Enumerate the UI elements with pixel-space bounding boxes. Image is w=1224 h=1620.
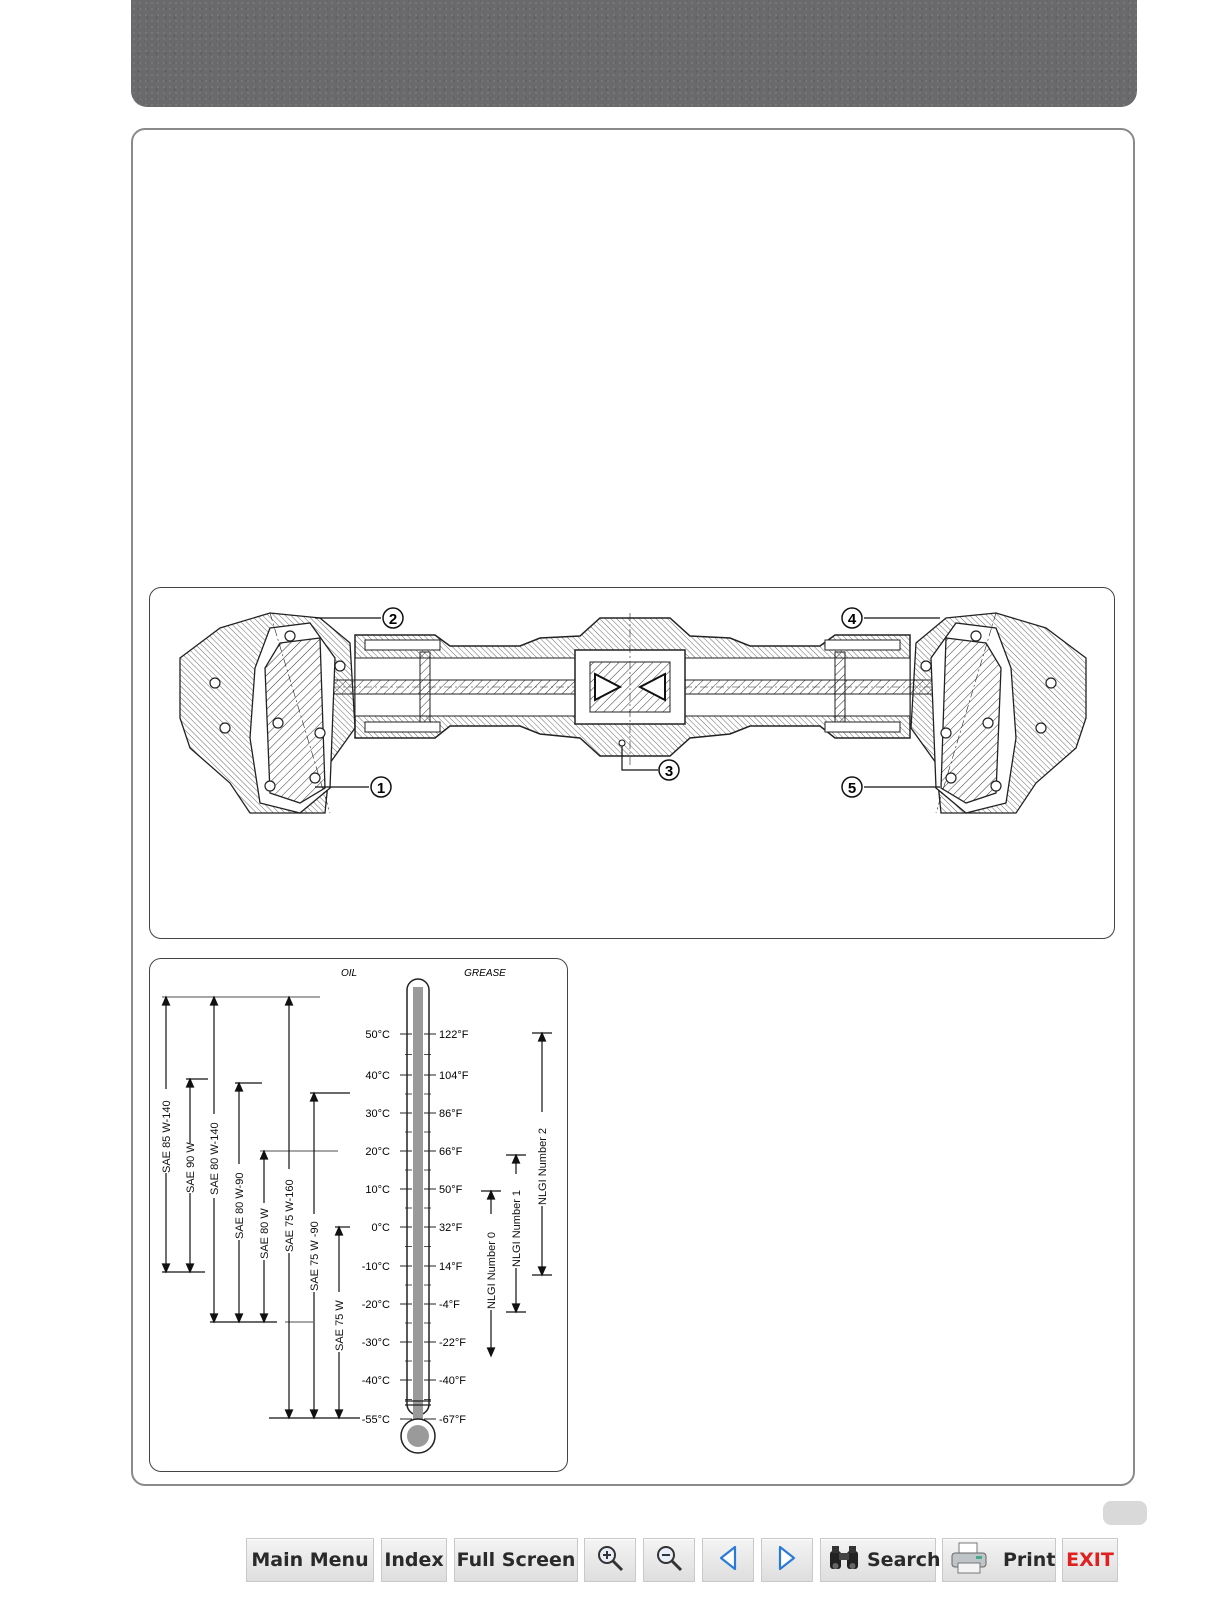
zoom-out-button[interactable] xyxy=(643,1538,695,1582)
index-label: Index xyxy=(384,1549,444,1571)
full-screen-label: Full Screen xyxy=(456,1549,576,1571)
celsius-label: -20°C xyxy=(362,1299,390,1311)
oil-grade-label: SAE 75 W -90 xyxy=(309,1221,321,1291)
fahrenheit-label: 50°F xyxy=(439,1184,463,1196)
grease-heading: GREASE xyxy=(464,968,506,979)
content-frame xyxy=(131,128,1135,1486)
next-page-button[interactable] xyxy=(761,1538,813,1582)
printer-icon xyxy=(949,1541,989,1580)
oil-grade-label: SAE 80 W xyxy=(259,1208,271,1259)
grease-grade-label: NLGI Number 1 xyxy=(511,1190,523,1267)
celsius-label: -30°C xyxy=(362,1337,390,1349)
fahrenheit-label: 104°F xyxy=(439,1070,469,1082)
oil-heading: OIL xyxy=(341,968,357,979)
fahrenheit-label: 14°F xyxy=(439,1261,463,1273)
oil-grade-label: SAE 75 W xyxy=(334,1300,346,1351)
svg-text:5: 5 xyxy=(848,780,856,797)
exit-label: EXIT xyxy=(1066,1549,1114,1571)
callout-3: 3 xyxy=(658,759,680,781)
celsius-label: 30°C xyxy=(365,1108,390,1120)
oil-grade-label: SAE 85 W-140 xyxy=(161,1100,173,1173)
binoculars-icon xyxy=(827,1543,861,1578)
search-button[interactable]: Search xyxy=(820,1538,941,1582)
celsius-label: -55°C xyxy=(362,1414,390,1426)
main-menu-button[interactable]: Main Menu xyxy=(246,1538,374,1582)
fahrenheit-label: 122°F xyxy=(439,1029,469,1041)
thermometer-icon xyxy=(400,978,436,1454)
celsius-label: 50°C xyxy=(365,1029,390,1041)
celsius-label: 40°C xyxy=(365,1070,390,1082)
svg-text:2: 2 xyxy=(389,611,397,628)
header-band xyxy=(131,0,1137,107)
axle-cross-section-drawing: 2 1 3 4 5 xyxy=(179,607,1087,814)
callout-5: 5 xyxy=(841,776,863,798)
previous-page-button[interactable] xyxy=(702,1538,754,1582)
zoom-in-button[interactable] xyxy=(584,1538,636,1582)
oil-grade-label: SAE 80 W-140 xyxy=(209,1122,221,1195)
print-label: Print xyxy=(1003,1549,1056,1571)
celsius-label: -10°C xyxy=(362,1261,390,1273)
next-page-icon xyxy=(775,1544,799,1577)
callout-4: 4 xyxy=(841,607,863,629)
fahrenheit-label: -4°F xyxy=(439,1299,460,1311)
grease-grade-label: NLGI Number 0 xyxy=(486,1232,498,1309)
callout-2: 2 xyxy=(382,607,404,629)
fahrenheit-label: -40°F xyxy=(439,1375,466,1387)
lubricant-temperature-chart: OIL GREASE 50°C 40°C 30°C 20°C 10°C 0°C … xyxy=(149,958,568,1472)
celsius-label: 0°C xyxy=(372,1222,391,1234)
zoom-out-icon xyxy=(654,1543,684,1578)
main-menu-label: Main Menu xyxy=(251,1549,369,1571)
fahrenheit-label: -67°F xyxy=(439,1414,466,1426)
oil-grade-label: SAE 75 W-160 xyxy=(284,1179,296,1252)
oil-grade-label: SAE 90 W xyxy=(185,1142,197,1193)
celsius-label: 20°C xyxy=(365,1146,390,1158)
svg-text:1: 1 xyxy=(377,780,385,797)
previous-page-icon xyxy=(716,1544,740,1577)
exit-button[interactable]: EXIT xyxy=(1062,1538,1118,1582)
fahrenheit-label: -22°F xyxy=(439,1337,466,1349)
grease-grade-label: NLGI Number 2 xyxy=(537,1128,549,1205)
oil-grade-label: SAE 80 W-90 xyxy=(234,1173,246,1239)
full-screen-button[interactable]: Full Screen xyxy=(454,1538,578,1582)
search-label: Search xyxy=(867,1549,941,1571)
zoom-in-icon xyxy=(595,1543,625,1578)
fahrenheit-label: 32°F xyxy=(439,1222,463,1234)
celsius-label: -40°C xyxy=(362,1375,390,1387)
fahrenheit-label: 86°F xyxy=(439,1108,463,1120)
lubricant-chart-svg: OIL GREASE 50°C 40°C 30°C 20°C 10°C 0°C … xyxy=(159,968,552,1454)
page-number-badge xyxy=(1103,1501,1147,1525)
axle-diagram-panel: 2 1 3 4 5 xyxy=(149,587,1115,939)
svg-text:4: 4 xyxy=(848,611,857,628)
celsius-label: 10°C xyxy=(365,1184,390,1196)
svg-text:3: 3 xyxy=(665,763,673,780)
print-button[interactable]: Print xyxy=(942,1538,1056,1582)
callout-1: 1 xyxy=(370,776,392,798)
index-button[interactable]: Index xyxy=(381,1538,447,1582)
temperature-ticks xyxy=(400,1033,436,1420)
fahrenheit-label: 66°F xyxy=(439,1146,463,1158)
